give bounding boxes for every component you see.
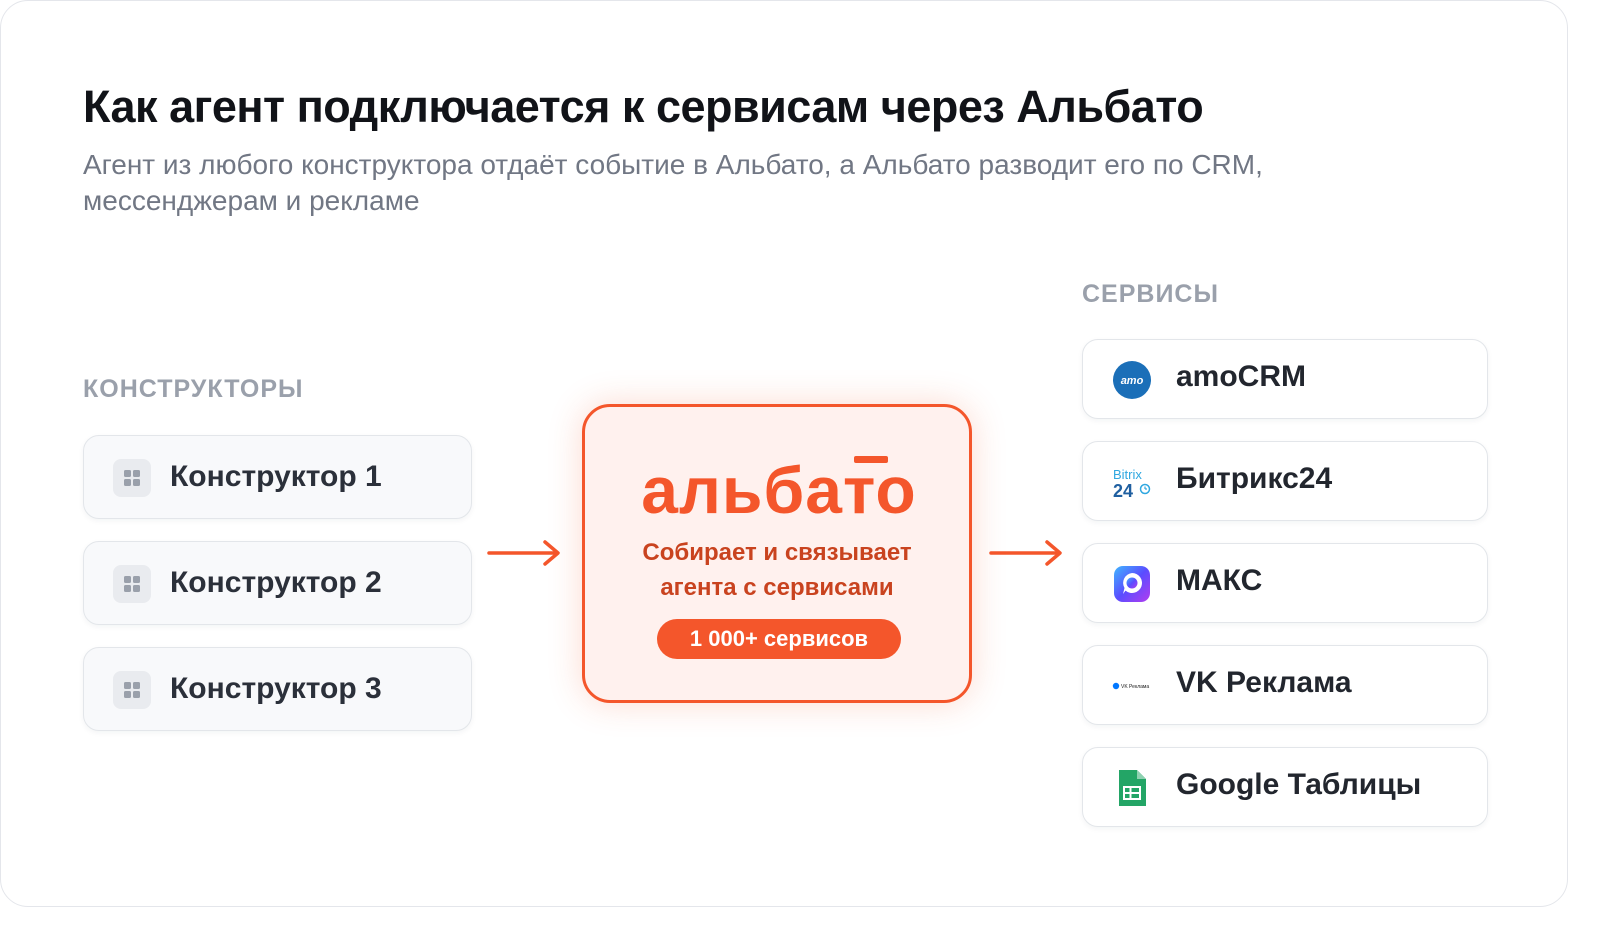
grid-icon <box>113 459 151 497</box>
arrow-right-icon <box>989 540 1062 566</box>
service-item-google-sheets: Google Таблицы <box>1082 747 1488 827</box>
albato-logo: альбато <box>641 453 916 519</box>
builder-item-3: Конструктор 3 <box>83 647 472 731</box>
page-subtitle: Агент из любого конструктора отдаёт собы… <box>83 149 1263 216</box>
amocrm-logo-icon: amo <box>1113 361 1151 399</box>
service-item-max: МАКС <box>1082 543 1488 623</box>
arrow-right-icon <box>487 540 560 566</box>
service-item-vk-ads: VK Реклама VK Реклама <box>1082 645 1488 725</box>
builder-item-1: Конструктор 1 <box>83 435 472 519</box>
service-label: amoCRM <box>1176 360 1307 393</box>
builder-label: Конструктор 3 <box>170 672 382 705</box>
diagram-card: Как агент подключается к сервисам через … <box>0 0 1568 907</box>
services-count-badge: 1 000+ сервисов <box>657 619 901 659</box>
service-item-bitrix24: Bitrix 24 Битрикс24 <box>1082 441 1488 521</box>
svg-text:альбато: альбато <box>641 453 916 519</box>
grid-icon <box>113 671 151 709</box>
service-item-amocrm: amo amoCRM <box>1082 339 1488 419</box>
bitrix24-logo-icon: Bitrix 24 <box>1113 467 1151 501</box>
page-title: Как агент подключается к сервисам через … <box>83 81 1204 132</box>
svg-text:24: 24 <box>1113 481 1133 501</box>
services-section-label: СЕРВИСЫ <box>1082 280 1219 308</box>
albato-hub: альбато Собирает и связывает агента с се… <box>582 404 972 703</box>
builder-label: Конструктор 2 <box>170 566 382 599</box>
builders-section-label: КОНСТРУКТОРЫ <box>83 375 304 403</box>
albato-description: Собирает и связывает агента с сервисами <box>642 539 912 601</box>
vk-ads-logo-icon: VK Реклама <box>1112 682 1149 690</box>
service-label: VK Реклама <box>1176 666 1352 699</box>
max-logo-icon <box>1114 566 1150 602</box>
svg-text:Bitrix: Bitrix <box>1113 467 1142 482</box>
svg-text:VK Реклама: VK Реклама <box>1121 684 1149 690</box>
service-label: МАКС <box>1176 564 1263 597</box>
service-label: Битрикс24 <box>1176 462 1333 495</box>
grid-icon <box>113 565 151 603</box>
svg-text:amo: amo <box>1121 375 1144 387</box>
builder-label: Конструктор 1 <box>170 460 382 493</box>
builder-item-2: Конструктор 2 <box>83 541 472 625</box>
google-sheets-icon <box>1119 770 1146 806</box>
service-label: Google Таблицы <box>1176 768 1422 801</box>
